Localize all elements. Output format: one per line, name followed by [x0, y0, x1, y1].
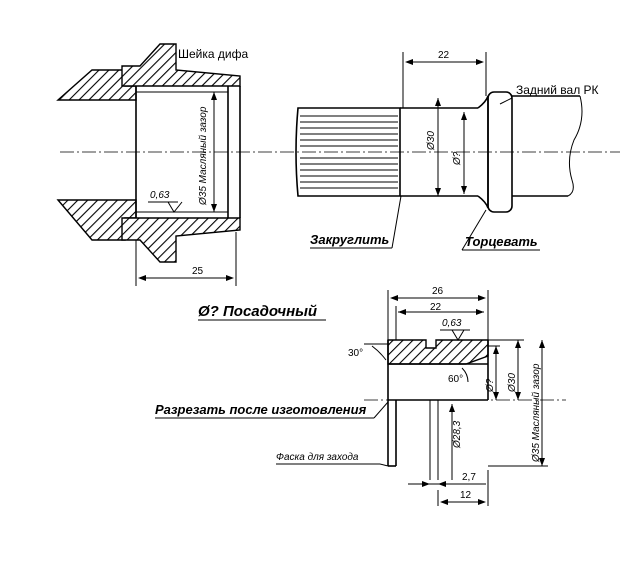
roughness-part-label: 0,63	[442, 318, 462, 329]
shaft-label: Задний вал РК	[516, 83, 599, 97]
neck-label: Шейка дифа	[178, 47, 248, 61]
oil-gap-left-label: Ø35 Масляный зазор	[198, 106, 209, 206]
len-26-label: 26	[432, 286, 444, 297]
len-22-part-label: 22	[430, 302, 442, 313]
roughness-left-label: 0,63	[150, 190, 170, 201]
bushing-part: 26 22 0,63 30° 60° Ø? Ø30 Ø35 Масляный з…	[348, 286, 548, 506]
len-22-top-label: 22	[438, 50, 450, 61]
angle-30-label: 30°	[348, 348, 363, 359]
len-27-label: 2,7	[462, 472, 476, 483]
neck-section: Ø35 Масляный зазор 0,63 25 Шейка дифа	[56, 43, 248, 286]
bushing-section	[387, 339, 489, 365]
d30-part-label: Ø30	[507, 373, 518, 393]
bushing-flange-top	[121, 43, 241, 87]
oil-gap-part-label: Ø35 Масляный зазор	[531, 363, 542, 463]
dq-shaft-label: Ø?	[452, 151, 463, 166]
fit-label: Ø? Посадочный	[198, 303, 317, 320]
len-25-label: 25	[192, 266, 204, 277]
spline-teeth	[300, 115, 398, 189]
chamfer-label: Фаска для захода	[276, 452, 359, 463]
shaft-view: 22 Ø30 Ø? Задний вал РК Закруглить Торце…	[295, 50, 599, 251]
dq-part-label: Ø?	[485, 378, 496, 393]
len-12-label: 12	[460, 490, 472, 501]
cut-label: Разрезать после изготовления	[155, 402, 367, 417]
face-label: Торцевать	[465, 234, 538, 249]
bushing-flange-bottom	[121, 217, 241, 263]
angle-60-label: 60°	[448, 374, 463, 385]
round-label: Закруглить	[310, 232, 389, 247]
d30-shaft-label: Ø30	[426, 131, 437, 151]
d28-label: Ø28,3	[452, 420, 463, 449]
